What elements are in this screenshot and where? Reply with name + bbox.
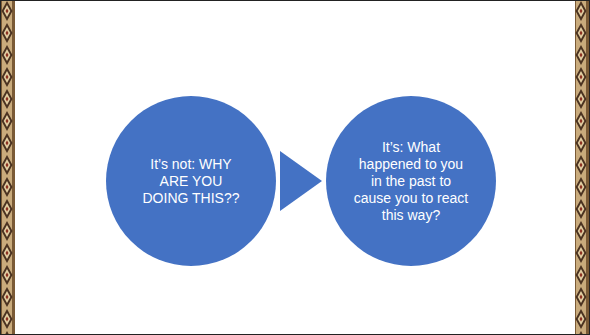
border-strip [1,1,15,334]
circle-text-holder: It’s: What happened to you in the past t… [353,139,469,224]
process-circle: It’s: What happened to you in the past t… [326,96,496,266]
circle-text-holder: It’s not: WHY ARE YOU DOING THIS?? [139,156,243,207]
process-circle: It’s not: WHY ARE YOU DOING THIS?? [106,96,276,266]
circle-fill [106,96,276,266]
process-arrow [280,151,322,211]
border-strip [575,1,589,334]
circle-text: It’s: What happened to you in the past t… [353,139,469,224]
circle-fill [326,96,496,266]
circle-text: It’s not: WHY ARE YOU DOING THIS?? [139,156,243,207]
